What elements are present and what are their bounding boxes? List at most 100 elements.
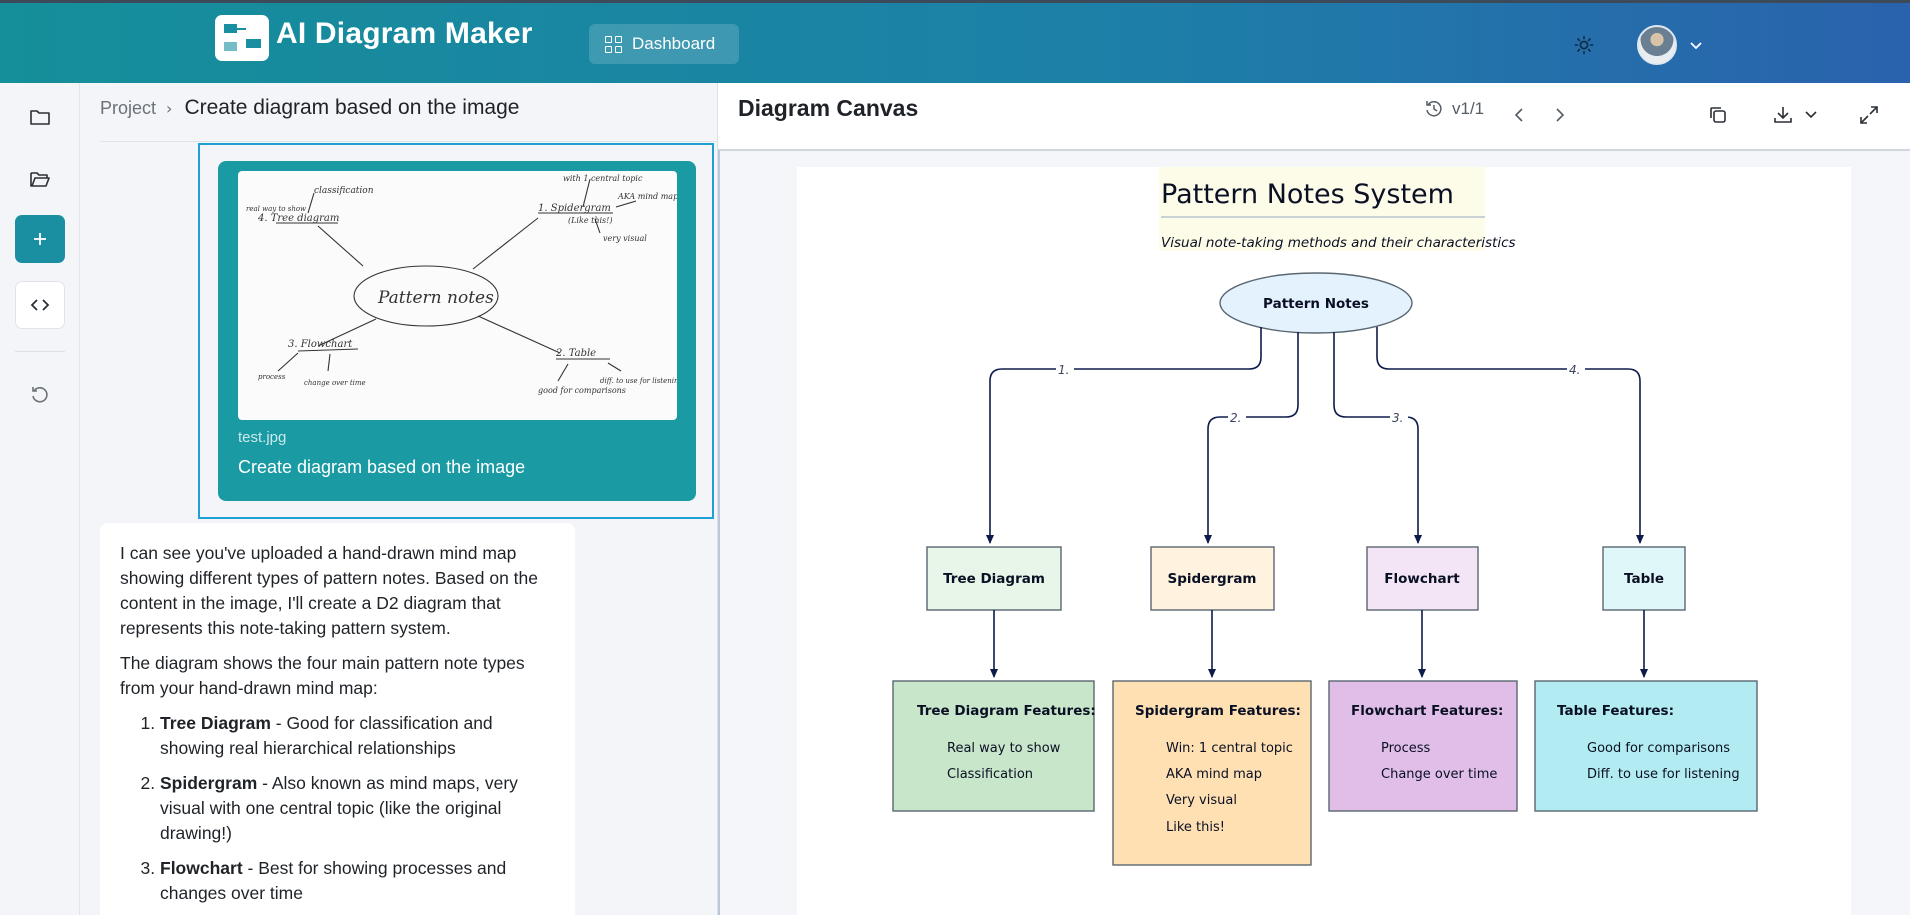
feature-item: Real way to show: [947, 741, 1061, 756]
history-button[interactable]: [15, 371, 65, 419]
feature-item: Diff. to use for listening: [1587, 767, 1740, 782]
code-button[interactable]: [15, 281, 65, 329]
sketch-spider-label: 1. Spidergram: [538, 203, 611, 214]
sketch-note: with 1 central topic: [563, 174, 643, 183]
fullscreen-icon[interactable]: [1858, 104, 1880, 126]
selected-message-outline: [198, 143, 714, 519]
canvas-title: Diagram Canvas: [738, 95, 919, 121]
feature-item: AKA mind map: [1166, 767, 1262, 782]
breadcrumb-project-link[interactable]: Project: [100, 97, 157, 118]
chevron-down-icon[interactable]: [1688, 37, 1704, 53]
code-icon: [30, 299, 50, 311]
chat-panel: Project › Create diagram based on the im…: [80, 83, 717, 915]
app-logo-icon[interactable]: [215, 15, 269, 61]
sketch-note: diff. to use for listening: [600, 377, 677, 385]
root-node-shape[interactable]: [1219, 272, 1413, 334]
sketch-note: AKA mind map: [617, 192, 677, 201]
left-rail: [0, 83, 80, 915]
new-diagram-button[interactable]: [15, 215, 65, 263]
sun-icon[interactable]: [1574, 35, 1594, 55]
list-item: Spidergram - Also known as mind maps, ve…: [160, 771, 555, 846]
dashboard-label: Dashboard: [632, 34, 716, 53]
edge-root-spider: [1204, 332, 1299, 544]
feature-item: Change over time: [1381, 767, 1497, 782]
edge-label: 3.: [1392, 411, 1403, 425]
sketch-flow-label: 3. Flowchart: [288, 339, 353, 350]
sketch-table-label: 2. Table: [555, 348, 596, 359]
uploaded-image-thumbnail[interactable]: Pattern notes 4. Tree diagram 1. Spiderg…: [238, 171, 677, 420]
undo-history-icon: [32, 387, 48, 403]
feature-box-tree[interactable]: [892, 680, 1095, 812]
diagram-title: Pattern Notes System: [1161, 179, 1454, 210]
folder-button[interactable]: [15, 93, 65, 141]
pattern-type-list: Tree Diagram - Good for classification a…: [120, 711, 555, 906]
user-message[interactable]: Pattern notes 4. Tree diagram 1. Spiderg…: [218, 161, 696, 501]
edge-label: 2.: [1230, 411, 1241, 425]
edge-label: 1.: [1058, 363, 1069, 377]
app-header: AI Diagram Maker Dashboard: [0, 0, 1910, 83]
feature-title: Flowchart Features:: [1351, 703, 1503, 719]
chevron-right-icon[interactable]: [1549, 104, 1571, 126]
app-title[interactable]: AI Diagram Maker: [276, 17, 533, 50]
node-tree-diagram[interactable]: [926, 546, 1062, 611]
chevron-left-icon[interactable]: [1508, 104, 1530, 126]
folder-open-icon: [30, 172, 50, 187]
list-item: Flowchart - Best for showing processes a…: [160, 856, 555, 906]
attachment-file-name: test.jpg: [238, 429, 287, 446]
feature-title: Table Features:: [1557, 703, 1674, 719]
feature-title: Tree Diagram Features:: [917, 703, 1096, 719]
root-node-label: Pattern Notes: [1263, 296, 1369, 312]
edge-label: 4.: [1569, 363, 1580, 377]
plus-icon: [34, 233, 46, 245]
chevron-down-icon[interactable]: [1800, 104, 1822, 126]
sketch-note: classification: [314, 186, 374, 196]
edge-root-table: [1376, 327, 1644, 544]
feature-item: Very visual: [1166, 793, 1237, 808]
edge-root-flow: [1333, 332, 1422, 544]
diagram-canvas-panel: Diagram Canvas v1/1: [717, 83, 1910, 915]
version-indicator[interactable]: v1/1: [1424, 99, 1484, 119]
node-label: Table: [1624, 571, 1664, 587]
node-table[interactable]: [1602, 546, 1686, 611]
feature-item: Like this!: [1166, 820, 1225, 835]
assistant-paragraph: The diagram shows the four main pattern …: [120, 653, 525, 698]
sketch-note: good for comparisons: [538, 386, 626, 395]
sketch-center-label: Pattern notes: [377, 288, 494, 308]
dashboard-button[interactable]: Dashboard: [589, 24, 739, 64]
download-icon[interactable]: [1772, 104, 1794, 126]
feature-box-table[interactable]: [1534, 680, 1758, 812]
feature-item: Win: 1 central topic: [1166, 741, 1293, 756]
list-item: Tree Diagram - Good for classification a…: [160, 711, 555, 761]
user-avatar[interactable]: [1637, 25, 1677, 65]
sketch-image: Pattern notes 4. Tree diagram 1. Spiderg…: [246, 174, 677, 395]
assistant-paragraph: I can see you've uploaded a hand-drawn m…: [120, 543, 539, 638]
canvas-toolbar: Diagram Canvas v1/1: [718, 83, 1910, 149]
version-label: v1/1: [1452, 99, 1485, 118]
diagram-subtitle: Visual note-taking methods and their cha…: [1161, 235, 1516, 251]
feature-title: Spidergram Features:: [1135, 703, 1301, 719]
diagram-sheet: Pattern Notes System Visual note-taking …: [797, 167, 1851, 915]
sketch-note: process: [258, 373, 286, 381]
diagram-viewport[interactable]: Pattern Notes System Visual note-taking …: [718, 149, 1910, 915]
sketch-tree-label: 4. Tree diagram: [257, 213, 339, 224]
sketch-note: (Like this!): [568, 216, 612, 225]
node-flowchart[interactable]: [1366, 546, 1479, 611]
sketch-note: real way to show: [246, 205, 306, 213]
open-folder-button[interactable]: [15, 155, 65, 203]
feature-item: Good for comparisons: [1587, 741, 1730, 756]
edge-root-tree: [986, 327, 1262, 544]
breadcrumb-separator: ›: [166, 98, 173, 118]
page-title: Create diagram based on the image: [184, 96, 520, 119]
assistant-message: I can see you've uploaded a hand-drawn m…: [100, 523, 575, 915]
copy-icon[interactable]: [1707, 104, 1729, 126]
grid-icon: [605, 35, 622, 53]
diagram: Pattern Notes System Visual note-taking …: [892, 167, 1758, 866]
feature-item: Classification: [947, 767, 1033, 782]
breadcrumb: Project › Create diagram based on the im…: [100, 93, 519, 123]
feature-item: Process: [1381, 741, 1431, 756]
breadcrumb-divider: [100, 141, 717, 142]
diagram-title-background: [1159, 167, 1485, 251]
feature-box-flowchart[interactable]: [1328, 680, 1518, 812]
user-message-text: Create diagram based on the image: [238, 457, 526, 477]
feature-box-spidergram[interactable]: [1112, 680, 1312, 866]
